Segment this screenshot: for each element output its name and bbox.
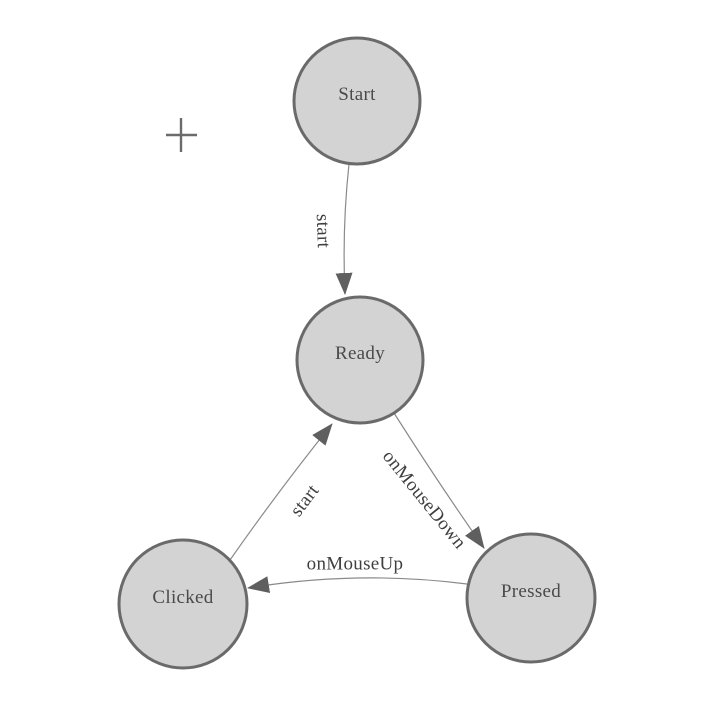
transition-start-to-ready[interactable] [335,163,353,295]
state-node-ready[interactable]: Ready [295,295,425,425]
transition-label-onmousedown: onMouseDown [378,446,470,553]
transition-label-start-1: start [312,214,334,249]
state-node-clicked[interactable]: Clicked [117,538,249,670]
node-label-ready: Ready [335,343,385,364]
node-label-clicked: Clicked [152,587,213,608]
crosshair-icon [166,118,197,152]
node-circle-pressed[interactable] [465,532,597,664]
state-node-start[interactable]: Start [292,36,422,166]
transition-clicked-to-ready[interactable] [229,423,333,561]
transition-pressed-to-clicked[interactable] [247,576,468,594]
transition-ready-to-pressed[interactable] [393,412,485,549]
node-label-pressed: Pressed [501,581,561,602]
node-circle-start[interactable] [292,36,422,166]
node-circle-clicked[interactable] [117,538,249,670]
state-node-pressed[interactable]: Pressed [465,532,597,664]
node-circle-ready[interactable] [295,295,425,425]
transition-label-onmouseup: onMouseUp [307,554,404,575]
transition-label-start-2: start [286,480,324,520]
node-label-start: Start [338,84,376,105]
